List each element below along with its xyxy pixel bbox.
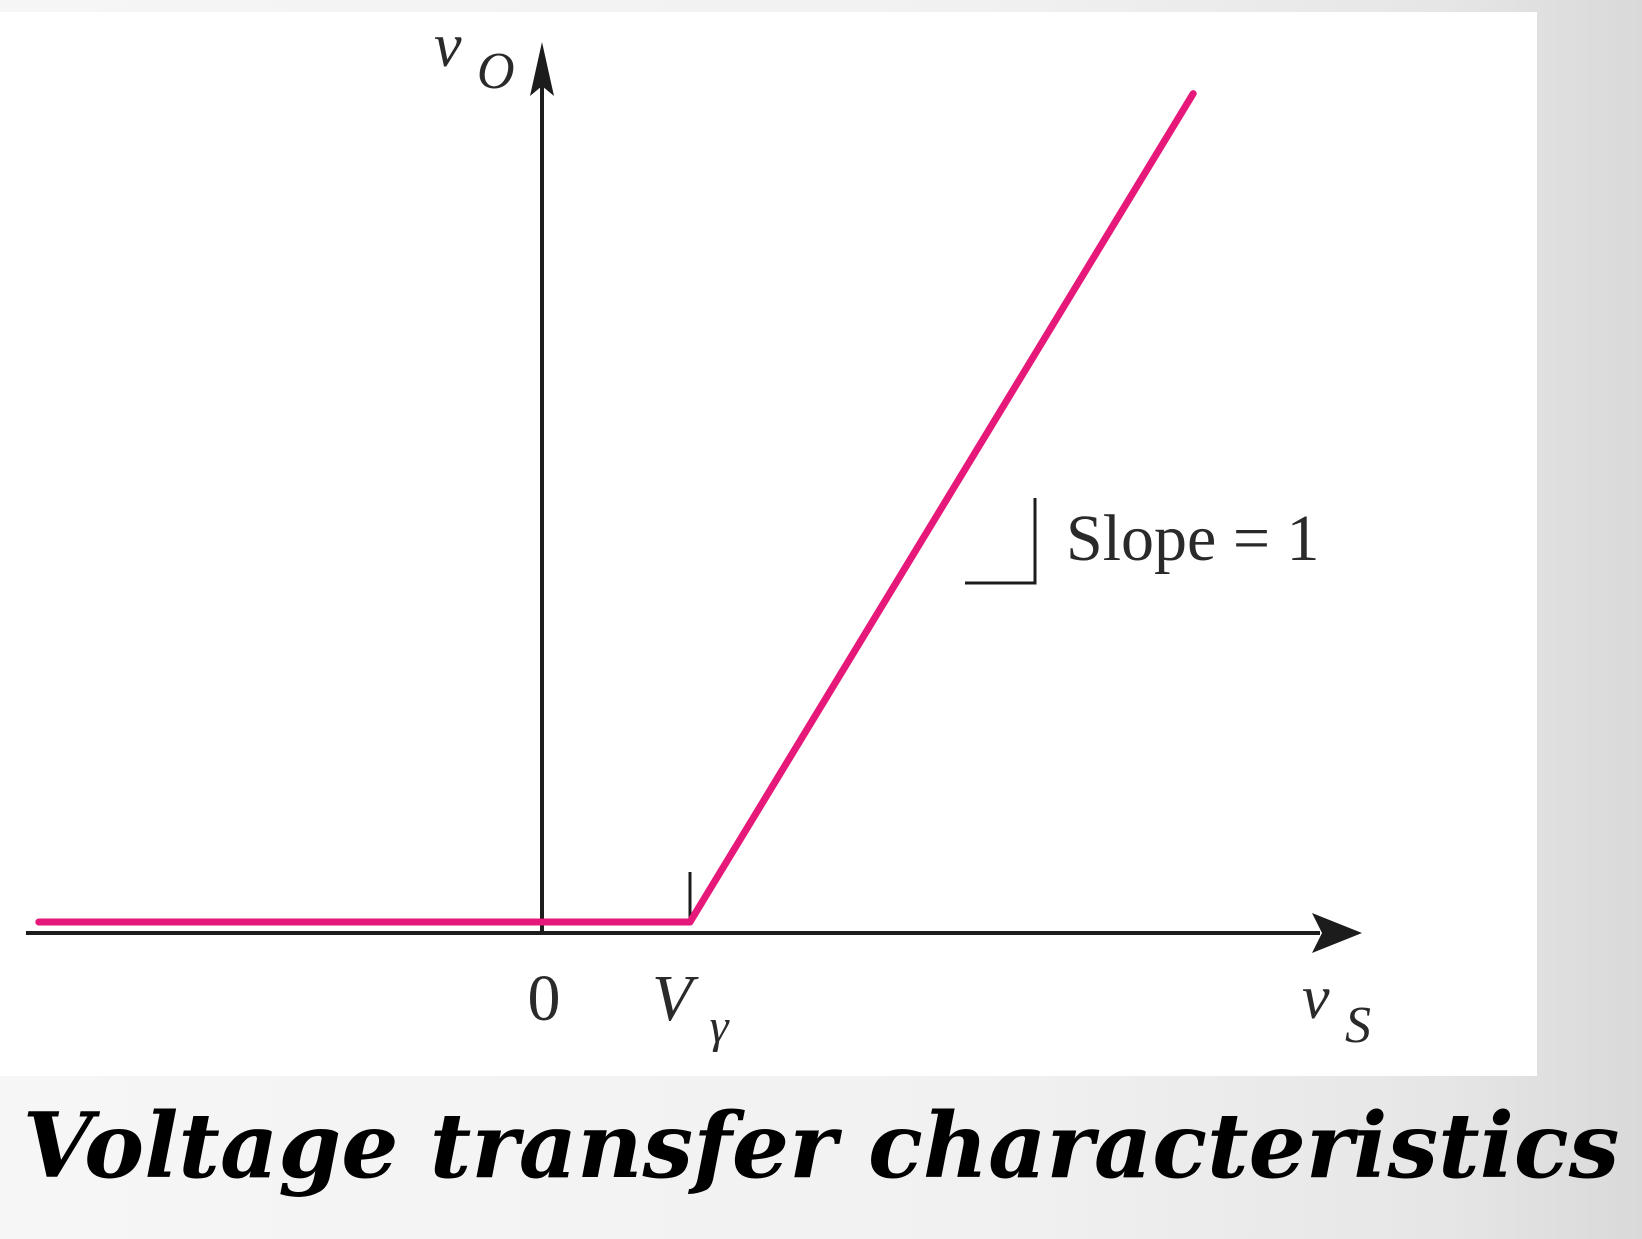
figure-caption: Voltage transfer characteristics [22, 1093, 1620, 1199]
slope-triangle [965, 498, 1037, 585]
x-axis-label-sub: S [1345, 997, 1371, 1054]
y-axis-arrow [530, 42, 554, 96]
x-axis-arrow [1312, 913, 1362, 953]
x-tick-label-vgamma-sub: γ [710, 1000, 730, 1053]
slope-annotation-label: Slope = 1 [1066, 502, 1320, 575]
x-axis-label: v S [1302, 964, 1371, 1054]
y-axis-label-main: v [434, 12, 462, 80]
transfer-curve-series [35, 90, 1197, 926]
x-tick-label-zero: 0 [528, 962, 561, 1035]
x-axis-label-main: v [1302, 964, 1330, 1032]
y-axis-label: v O [434, 12, 515, 100]
plot-panel [0, 12, 1537, 1076]
x-tick-label-vgamma: V γ [652, 962, 730, 1053]
x-tick-label-vgamma-main: V [652, 962, 699, 1035]
y-axis-label-sub: O [477, 43, 515, 100]
